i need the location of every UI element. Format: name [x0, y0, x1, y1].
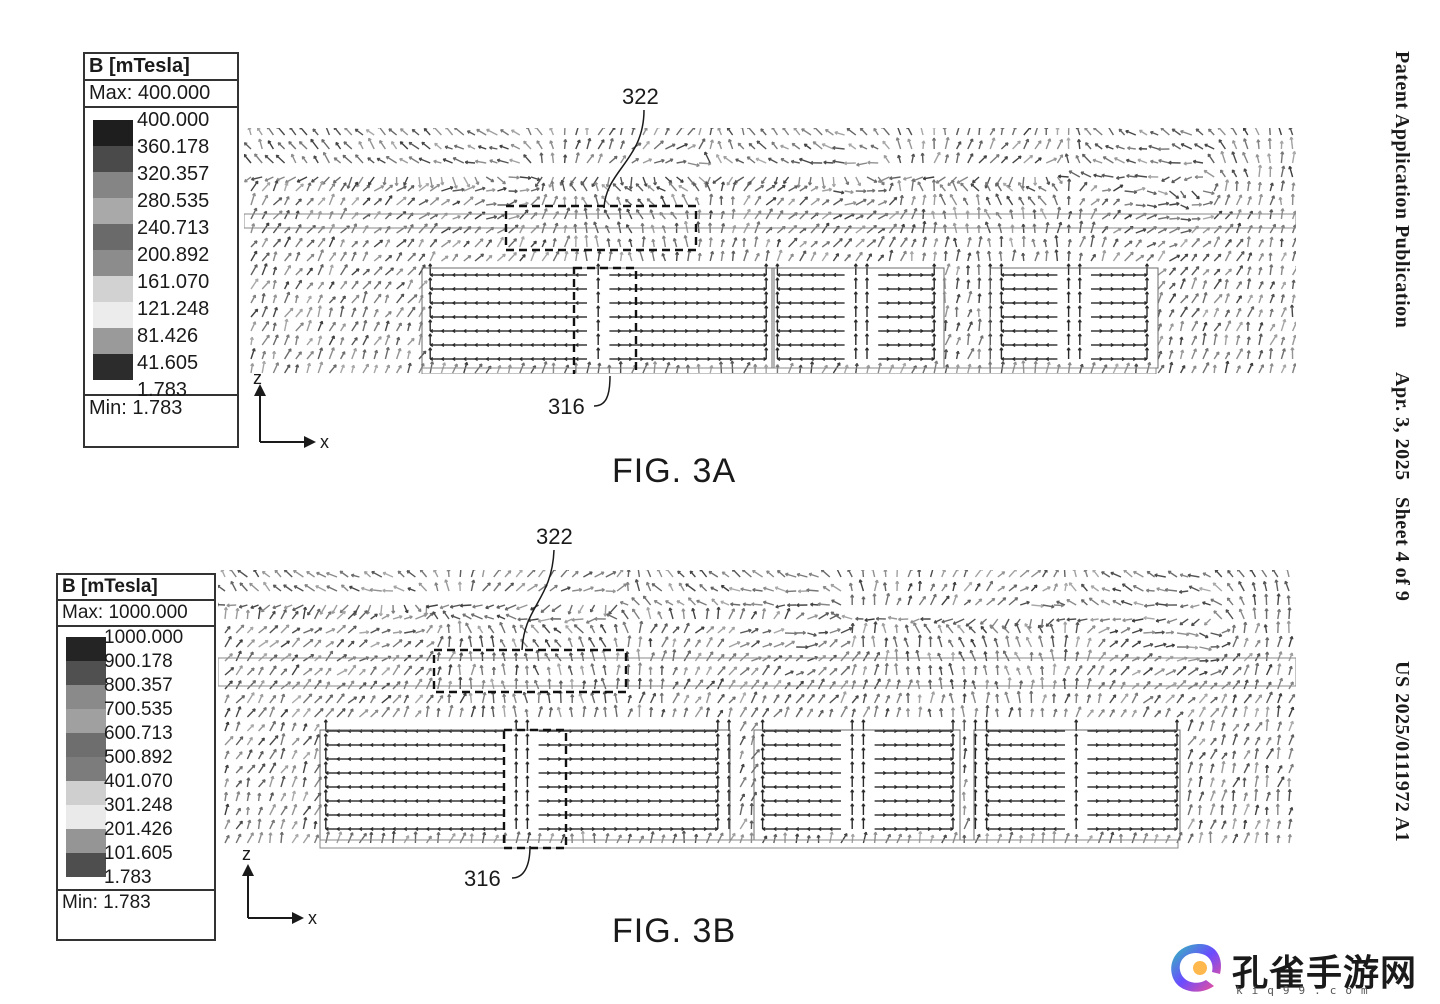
legend-max: Max: 1000.000 — [58, 601, 214, 627]
axis-x-label: x — [308, 908, 317, 928]
plate-outline — [218, 657, 1296, 687]
highlight-316 — [502, 728, 568, 850]
legend-color-bar — [93, 120, 133, 380]
legend-tick: 400.000 — [137, 109, 210, 131]
legend-tick: 320.357 — [137, 163, 210, 185]
peacock-logo-icon — [1171, 944, 1222, 992]
leader-lines-3a — [593, 109, 645, 407]
plate-outline — [319, 839, 1179, 849]
figure-caption-3b: FIG. 3B — [612, 912, 737, 950]
legend-3b: B [mTesla] Max: 1000.000 1000.000 900.17… — [56, 573, 216, 941]
sheet-number: Sheet 4 of 9 — [1391, 496, 1413, 602]
legend-tick: 280.535 — [137, 190, 210, 212]
leader-lines-3b — [511, 549, 555, 879]
legend-tick: 101.605 — [104, 843, 173, 864]
magnet-outline — [973, 729, 1181, 841]
axis-z-label: z — [242, 844, 251, 864]
publication-number: US 2025/0111972 A1 — [1391, 661, 1413, 843]
legend-3a: B [mTesla] Max: 400.000 400.000 360.178 … — [83, 52, 239, 448]
legend-tick: 1000.000 — [104, 627, 184, 648]
highlight-322 — [504, 204, 698, 252]
watermark-text: 孔雀手游网 — [1232, 953, 1418, 994]
vector-field — [244, 128, 1296, 374]
legend-title: B [mTesla] — [85, 54, 237, 81]
vector-field — [218, 570, 1296, 844]
legend-tick: 41.605 — [137, 352, 199, 374]
axis-z-label: z — [253, 368, 262, 388]
field-plot-3a — [244, 128, 1296, 374]
watermark-subtext: kiq99.com — [1236, 984, 1377, 997]
legend-tick: 600.713 — [104, 723, 173, 744]
legend-tick: 200.892 — [137, 244, 210, 266]
patent-header: Patent Application PublicationApr. 3, 20… — [1390, 40, 1436, 842]
axis-triad-3a — [254, 384, 316, 448]
highlight-322 — [432, 648, 628, 694]
ref-label-316: 316 — [464, 866, 501, 891]
legend-tick: 240.713 — [137, 217, 210, 239]
ref-label-322: 322 — [536, 524, 573, 549]
plate-outline — [421, 367, 1157, 374]
legend-tick: 900.178 — [104, 651, 173, 672]
legend-scale: 400.000 360.178 320.357 280.535 240.713 … — [85, 108, 237, 400]
ref-label-316: 316 — [548, 394, 585, 419]
publication-date: Apr. 3, 2025 — [1391, 372, 1413, 481]
legend-title: B [mTesla] — [58, 575, 214, 601]
legend-tick: 121.248 — [137, 298, 210, 320]
publication-title: Patent Application Publication — [1391, 51, 1413, 329]
ref-label-322: 322 — [622, 84, 659, 109]
legend-tick: 1.783 — [104, 867, 152, 888]
legend-tick: 360.178 — [137, 136, 210, 158]
watermark: 孔雀手游网 kiq99.com — [1160, 936, 1430, 1000]
highlight-316 — [572, 266, 638, 374]
legend-tick: 500.892 — [104, 747, 173, 768]
legend-tick: 301.248 — [104, 795, 173, 816]
axis-triad-3b — [242, 864, 304, 924]
field-plot-3b — [218, 570, 1296, 850]
figure-caption-3a: FIG. 3A — [612, 452, 737, 490]
legend-tick: 201.426 — [104, 819, 173, 840]
legend-scale: 1000.000 900.178 800.357 700.535 600.713… — [58, 627, 214, 891]
plate-outline — [244, 213, 1296, 229]
legend-tick: 81.426 — [137, 325, 199, 347]
legend-tick: 401.070 — [104, 771, 173, 792]
legend-max: Max: 400.000 — [85, 81, 237, 108]
legend-min: Min: 1.783 — [89, 397, 183, 419]
legend-min: Min: 1.783 — [62, 892, 151, 913]
axis-x-label: x — [320, 432, 329, 452]
legend-tick: 161.070 — [137, 271, 210, 293]
legend-tick: 700.535 — [104, 699, 173, 720]
legend-tick: 1.783 — [137, 379, 188, 401]
legend-tick: 800.357 — [104, 675, 173, 696]
legend-color-bar — [66, 637, 106, 877]
magnet-outline — [771, 267, 945, 369]
